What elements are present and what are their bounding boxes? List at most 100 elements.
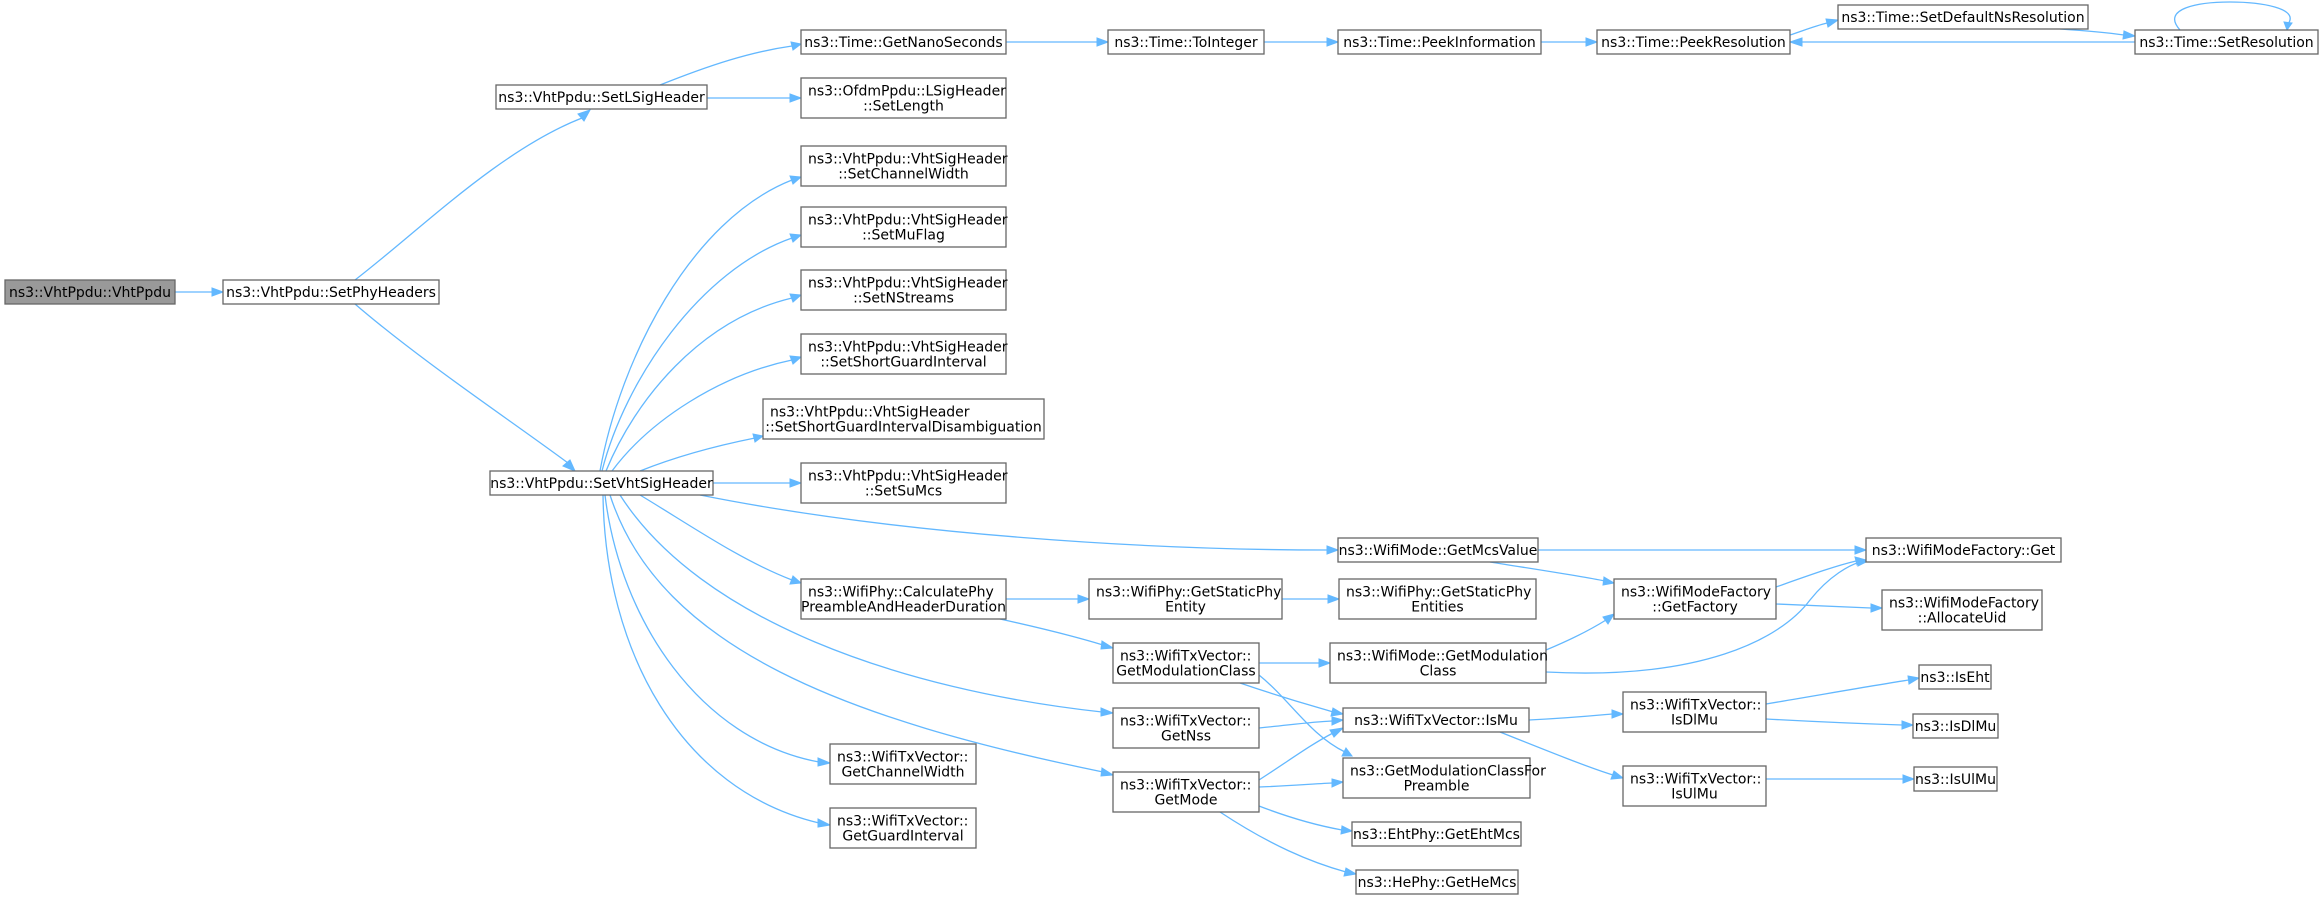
arrowhead-icon — [1870, 603, 1884, 613]
node-isdlmu[interactable]: ns3::WifiTxVector::IsDlMu — [1622, 691, 1767, 733]
node-isulmuf[interactable]: ns3::IsUlMu — [1913, 766, 1998, 792]
edge-setvht-to-muflag — [601, 233, 803, 472]
edge-line — [1545, 561, 1861, 674]
node-peekres[interactable]: ns3::Time::PeekResolution — [1596, 29, 1791, 55]
node-box — [1112, 707, 1260, 749]
node-peekinfo[interactable]: ns3::Time::PeekInformation — [1337, 29, 1542, 55]
node-label: ns3::IsEht — [1920, 670, 1990, 686]
node-setvht[interactable]: ns3::VhtPpdu::SetVhtSigHeader — [489, 470, 714, 496]
node-label: Class — [1420, 664, 1457, 680]
arrowhead-icon — [817, 818, 832, 828]
node-calcpre[interactable]: ns3::WifiPhy::CalculatePhyPreambleAndHea… — [800, 578, 1007, 620]
edge-isdlmu-to-isdlmuf — [1765, 718, 1915, 730]
node-label: ns3::Time::SetDefaultNsResolution — [1841, 10, 2084, 26]
edge-line — [605, 297, 793, 472]
node-muflag[interactable]: ns3::VhtPpdu::VhtSigHeader::SetMuFlag — [800, 206, 1008, 248]
arrowhead-icon — [789, 293, 803, 303]
node-box — [1622, 765, 1767, 807]
edge-line — [1765, 718, 1903, 726]
node-label: ::SetChannelWidth — [838, 167, 969, 183]
arrowhead-icon — [1854, 545, 1868, 555]
node-box — [800, 578, 1007, 620]
node-mcsval[interactable]: ns3::WifiMode::GetMcsValue — [1337, 537, 1539, 563]
edge-getfact-to-alloc — [1775, 603, 1884, 613]
edge-line — [619, 494, 1103, 713]
node-setphy[interactable]: ns3::VhtPpdu::SetPhyHeaders — [222, 279, 440, 305]
node-lsiglen[interactable]: ns3::OfdmPpdu::LSigHeader::SetLength — [800, 77, 1007, 119]
node-label: ns3::WifiModeFactory::Get — [1872, 543, 2056, 559]
edge-line — [1545, 619, 1607, 651]
edge-modecls-to-getfact — [1545, 613, 1616, 651]
edge-line — [354, 303, 569, 464]
arrowhead-icon — [1326, 545, 1340, 555]
node-root[interactable]: ns3::VhtPpdu::VhtPpdu — [4, 279, 176, 305]
node-box — [1881, 589, 2043, 631]
node-sgidis[interactable]: ns3::VhtPpdu::VhtSigHeader::SetShortGuar… — [762, 398, 1045, 440]
edge-getnano-to-toint — [1006, 37, 1110, 47]
node-label: ns3::EhtPhy::GetEhtMcs — [1353, 827, 1520, 843]
arrowhead-icon — [789, 175, 803, 185]
node-label: ns3::VhtPpdu::VhtSigHeader — [808, 276, 1008, 292]
node-modecls[interactable]: ns3::WifiMode::GetModulationClass — [1329, 642, 1548, 684]
node-label: ns3::VhtPpdu::SetLSigHeader — [498, 90, 705, 106]
edge-line — [354, 117, 583, 281]
node-label: Entity — [1165, 600, 1206, 616]
node-setres[interactable]: ns3::Time::SetResolution — [2134, 29, 2319, 55]
node-label: ::AllocateUid — [1918, 611, 2007, 627]
edge-line — [602, 494, 820, 824]
node-hemcs[interactable]: ns3::HePhy::GetHeMcs — [1355, 869, 1519, 895]
edge-setvht-to-txgi — [602, 494, 832, 828]
node-label: GetGuardInterval — [842, 829, 963, 845]
edge-line — [604, 494, 820, 763]
node-factget[interactable]: ns3::WifiModeFactory::Get — [1865, 537, 2062, 563]
node-chwidth[interactable]: ns3::VhtPpdu::VhtSigHeader::SetChannelWi… — [800, 145, 1008, 187]
node-ismu[interactable]: ns3::WifiTxVector::IsMu — [1342, 707, 1530, 733]
node-txchw[interactable]: ns3::WifiTxVector::GetChannelWidth — [829, 743, 977, 785]
node-box — [1912, 713, 1999, 739]
edge-line — [1528, 713, 1613, 721]
arrowhead-icon — [2122, 30, 2137, 40]
node-getnss[interactable]: ns3::WifiTxVector::GetNss — [1112, 707, 1260, 749]
node-label: ns3::WifiTxVector:: — [1120, 778, 1251, 794]
node-box — [1112, 771, 1260, 813]
arrowhead-icon — [1610, 770, 1625, 780]
node-setlsig[interactable]: ns3::VhtPpdu::SetLSigHeader — [495, 84, 708, 110]
edge-setvht-to-getnss — [619, 494, 1115, 717]
node-box — [1329, 642, 1547, 684]
arrowhead-icon — [789, 478, 803, 488]
node-iseht[interactable]: ns3::IsEht — [1918, 664, 1992, 690]
node-alloc[interactable]: ns3::WifiModeFactory::AllocateUid — [1881, 589, 2043, 631]
node-isulmu[interactable]: ns3::WifiTxVector::IsUlMu — [1622, 765, 1767, 807]
arrowhead-icon — [1077, 594, 1091, 604]
edge-line — [2173, 1, 2291, 31]
node-isdlmuf[interactable]: ns3::IsDlMu — [1912, 713, 1999, 739]
edge-getfact-to-factget — [1775, 556, 1868, 588]
node-getmode[interactable]: ns3::WifiTxVector::GetMode — [1112, 771, 1260, 813]
node-label: ns3::WifiTxVector:: — [1120, 714, 1251, 730]
node-label: ns3::Time::SetResolution — [2139, 35, 2313, 51]
edge-getmode-to-hemcs — [1219, 811, 1358, 877]
arrowhead-icon — [1788, 37, 1803, 47]
node-getnano[interactable]: ns3::Time::GetNanoSeconds — [800, 29, 1007, 55]
edge-txmodcls-to-ismu — [1239, 682, 1345, 717]
arrowhead-icon — [1825, 18, 1840, 28]
node-box — [495, 84, 708, 110]
node-toint[interactable]: ns3::Time::ToInteger — [1107, 29, 1265, 55]
node-box — [1337, 537, 1539, 563]
node-sumcs[interactable]: ns3::VhtPpdu::VhtSigHeader::SetSuMcs — [800, 462, 1008, 504]
node-sgi[interactable]: ns3::VhtPpdu::VhtSigHeader::SetShortGuar… — [800, 333, 1008, 375]
node-label: ns3::WifiTxVector:: — [1630, 772, 1761, 788]
node-label: ns3::WifiTxVector:: — [837, 814, 968, 830]
node-setdefns[interactable]: ns3::Time::SetDefaultNsResolution — [1837, 4, 2089, 30]
node-getfact[interactable]: ns3::WifiModeFactory::GetFactory — [1613, 578, 1777, 620]
arrowhead-icon — [789, 355, 803, 365]
arrowhead-icon — [1330, 707, 1345, 717]
edge-txmodcls-to-modecls — [1259, 658, 1332, 668]
node-txmodcls[interactable]: ns3::WifiTxVector::GetModulationClass — [1112, 642, 1260, 684]
node-txgi[interactable]: ns3::WifiTxVector::GetGuardInterval — [829, 807, 977, 849]
node-nstreams[interactable]: ns3::VhtPpdu::VhtSigHeader::SetNStreams — [800, 269, 1008, 311]
node-ehtmcs[interactable]: ns3::EhtPhy::GetEhtMcs — [1351, 821, 1522, 847]
